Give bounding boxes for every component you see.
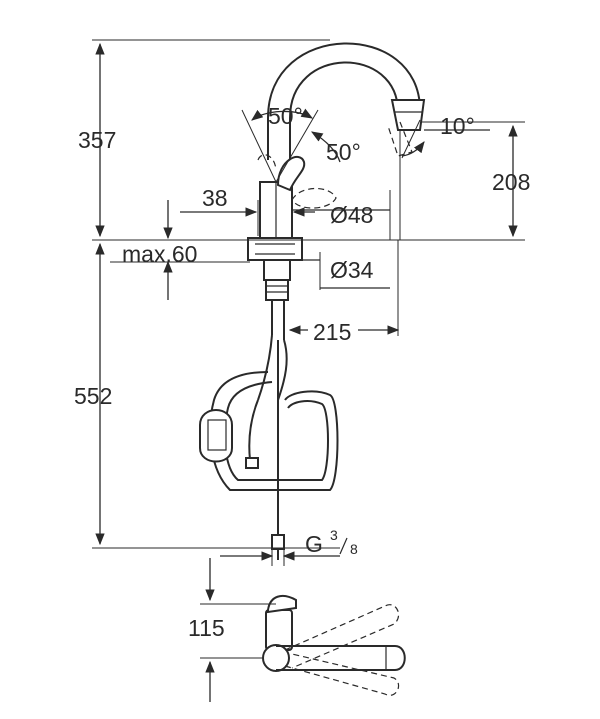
body-diameter-label: Ø48 [330, 202, 373, 228]
hole-diameter-label: Ø34 [330, 257, 374, 283]
tilt-dimension [399, 119, 490, 240]
spray-tilt-ghost [387, 121, 413, 157]
tilt-label: 10° [440, 113, 475, 139]
lever-offset-dimension [180, 200, 315, 236]
angle-dimension-top [241, 108, 319, 183]
outlet-dimension-208 [422, 121, 525, 238]
faucet-body [259, 181, 293, 239]
hole-diameter-dimension [300, 252, 390, 290]
thread-fraction-bar [339, 537, 348, 555]
height-dimension-357 [92, 39, 330, 238]
angle-label-top: 50° [268, 103, 303, 129]
counter-thickness-dimension [110, 200, 250, 300]
hose-length-label: 552 [74, 383, 112, 409]
height-label-357: 357 [78, 127, 116, 153]
thread-denominator: 8 [350, 541, 358, 557]
mounting-block [247, 237, 303, 301]
body-diameter-dimension [292, 190, 391, 240]
thread-numerator: 3 [330, 527, 338, 543]
supply-hoses [199, 300, 339, 560]
outlet-height-label: 208 [492, 169, 530, 195]
lever [257, 154, 337, 209]
thread-dimension [220, 550, 340, 566]
thread-label: G [305, 531, 323, 557]
counter-thickness-label: max.60 [122, 241, 197, 267]
reach-label-bg [308, 316, 358, 342]
angle-label-side: 50° [326, 139, 361, 165]
reach-label: 215 [313, 319, 351, 345]
height-dimension-552 [92, 242, 340, 549]
plan-width-label: 115 [188, 615, 225, 641]
plan-dimension-115 [200, 558, 276, 702]
angle-dimension-side [311, 131, 341, 163]
plan-view [262, 594, 406, 696]
lever-offset-label: 38 [202, 185, 228, 211]
